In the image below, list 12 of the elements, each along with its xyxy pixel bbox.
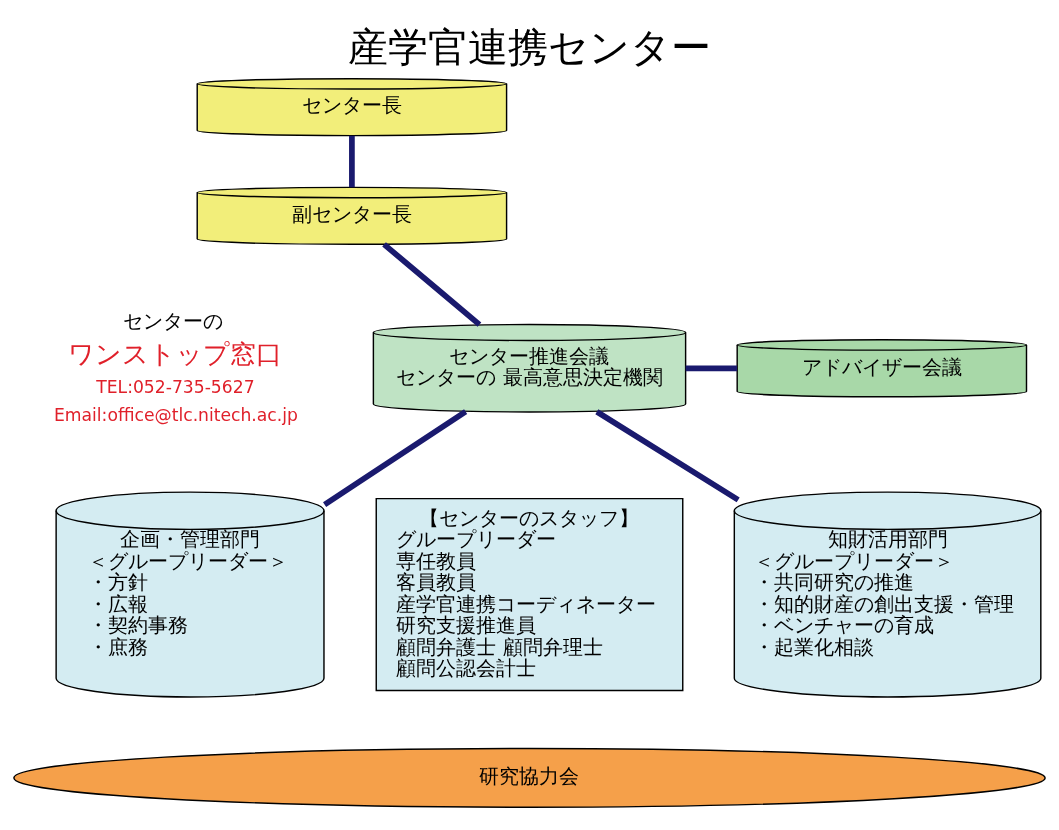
connector [595, 409, 740, 503]
connector [349, 135, 355, 188]
connector [685, 365, 738, 372]
label: センターの [123, 309, 224, 334]
connector [323, 409, 468, 507]
label: Email:office@tlc.nitech.ac.jp [53, 404, 298, 425]
label: ワンストップ窓口 [68, 339, 283, 370]
connector [382, 242, 482, 327]
node-box: 【センターのスタッフ】 グループリーダー 専任教員 客員教員 産学官連携コーディネーター 研究支援推進員 顧問弁護士 顧問弁理士 顧問公認会計士 [375, 497, 684, 692]
label: TEL:052-735-5627 [96, 377, 255, 398]
diagram-title: 産学官連携センター [348, 23, 711, 70]
node-ellipse: 研究協力会 [13, 747, 1046, 808]
